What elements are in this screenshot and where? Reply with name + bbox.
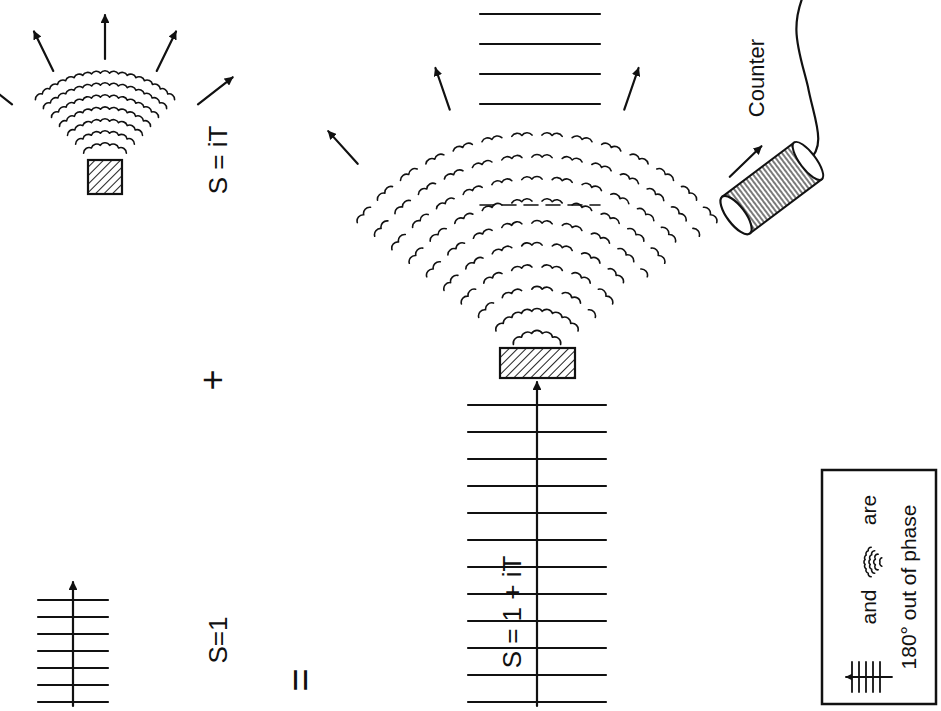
plus-sign: + [195, 369, 231, 390]
spherical-wavefront [392, 176, 676, 249]
cancelled-wavefront [480, 204, 600, 206]
legend-text: are [858, 495, 879, 525]
scatterer [88, 160, 122, 194]
spherical-wavefront [880, 558, 882, 566]
amplitude-label: S = 1 + iT [499, 556, 525, 669]
spherical-wavefront [51, 95, 158, 118]
spherical-wavefront [864, 547, 871, 577]
plane-wavefront [480, 73, 600, 75]
legend-text: and [858, 589, 879, 624]
spherical-wavefront [461, 265, 613, 304]
spherical-wavefront [513, 330, 560, 344]
propagation-arrow [72, 582, 74, 706]
propagation-arrow [328, 131, 357, 164]
spherical-wavefront [374, 154, 699, 236]
propagation-arrow [198, 77, 233, 104]
spherical-wavefront [409, 199, 665, 264]
spherical-wavefront [357, 133, 717, 223]
amplitude-label: S = iT [205, 126, 231, 195]
propagation-arrow [0, 77, 12, 104]
equals-sign: = [280, 668, 320, 691]
legend-box [822, 470, 936, 704]
spherical-wavefront [43, 83, 166, 109]
propagation-arrow [624, 68, 638, 110]
spherical-wavefront [496, 308, 578, 331]
legend-arrow [846, 676, 892, 678]
spherical-wavefront [59, 107, 150, 127]
propagation-arrow [157, 31, 176, 71]
propagation-arrow [435, 68, 449, 110]
plane-wavefront [480, 103, 600, 105]
legend-text: 180° out of phase [898, 505, 919, 670]
propagation-arrow [104, 15, 106, 59]
plane-wavefront [480, 43, 600, 45]
spherical-wavefront [84, 143, 127, 153]
spherical-wavefront [426, 220, 647, 276]
plane-wavefront [480, 13, 600, 15]
propagation-arrow [34, 31, 53, 71]
spherical-wavefront [874, 554, 879, 570]
spherical-wavefront [35, 71, 174, 100]
spherical-wavefront [67, 119, 142, 136]
spherical-wavefront [479, 286, 596, 317]
counter-label: Counter [746, 39, 768, 117]
spherical-wavefront [444, 242, 624, 290]
counter-detector [645, 0, 906, 239]
amplitude-label: S=1 [205, 617, 231, 664]
propagation-arrow [536, 382, 538, 706]
spherical-wavefront [869, 551, 875, 574]
scatterer [500, 348, 575, 378]
spherical-wavefront [76, 131, 135, 145]
